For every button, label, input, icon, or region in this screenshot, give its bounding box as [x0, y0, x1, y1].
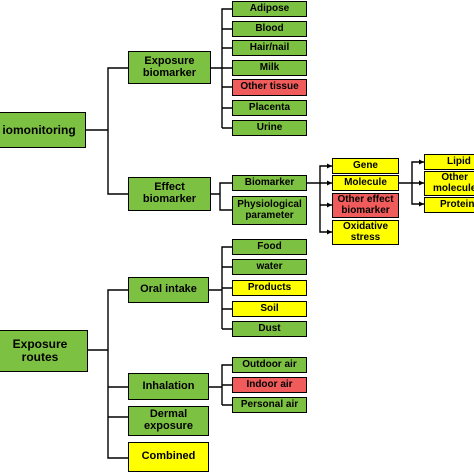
- node-hair-nail: Hair/nail: [232, 40, 307, 56]
- node-placenta: Placenta: [232, 100, 307, 116]
- node-outdoor-air: Outdoor air: [232, 357, 307, 373]
- node-physiological-parameter: Physiological parameter: [232, 196, 307, 225]
- node-dermal-exposure: Dermal exposure: [128, 406, 209, 436]
- connector-oral-intake: [209, 246, 232, 330]
- node-inhalation: Inhalation: [128, 373, 209, 400]
- node-other-molecule: Other molecule: [424, 171, 474, 196]
- node-blood: Blood: [232, 21, 307, 37]
- node-products: Products: [232, 280, 307, 296]
- node-soil: Soil: [232, 301, 307, 317]
- arrow-lipid: [419, 159, 424, 165]
- node-exposure-routes: Exposure routes: [0, 330, 88, 372]
- node-oxidative-stress: Oxidative stress: [332, 220, 399, 245]
- connector-exposure-routes: [88, 289, 128, 459]
- node-exposure-biomarker: Exposure biomarker: [128, 51, 211, 84]
- node-urine: Urine: [232, 120, 307, 136]
- node-other-effect-biomarker: Other effect biomarker: [332, 193, 399, 218]
- arrow-gene: [327, 163, 332, 169]
- arrow-molecule: [327, 180, 332, 186]
- node-biomarker: Biomarker: [232, 175, 307, 191]
- node-lipid: Lipid: [424, 154, 474, 170]
- node-adipose: Adipose: [232, 1, 307, 17]
- arrow-oxidative-stress: [327, 229, 332, 235]
- node-gene: Gene: [332, 158, 399, 174]
- connector-effect-biomarker: [211, 182, 232, 211]
- node-personal-air: Personal air: [232, 397, 307, 413]
- node-effect-biomarker: Effect biomarker: [128, 177, 211, 211]
- connector-biomonitoring: [86, 67, 128, 195]
- node-oral-intake: Oral intake: [128, 277, 209, 303]
- node-water: water: [232, 259, 307, 275]
- node-indoor-air: Indoor air: [232, 377, 307, 393]
- arrow-other-effect-biomarker: [327, 202, 332, 208]
- node-dust: Dust: [232, 321, 307, 337]
- node-biomonitoring: iomonitoring: [0, 112, 86, 148]
- arrow-protein: [419, 201, 424, 207]
- node-combined: Combined: [128, 442, 209, 472]
- connector-biomarker: [307, 165, 332, 233]
- connector-exposure-biomarker: [211, 8, 232, 129]
- node-food: Food: [232, 239, 307, 255]
- arrow-other-molecule: [419, 180, 424, 186]
- connector-inhalation: [209, 364, 232, 406]
- node-milk: Milk: [232, 60, 307, 76]
- node-other-tissue: Other tissue: [232, 79, 307, 96]
- node-protein: Protein: [424, 197, 474, 213]
- node-molecule: Molecule: [332, 175, 399, 191]
